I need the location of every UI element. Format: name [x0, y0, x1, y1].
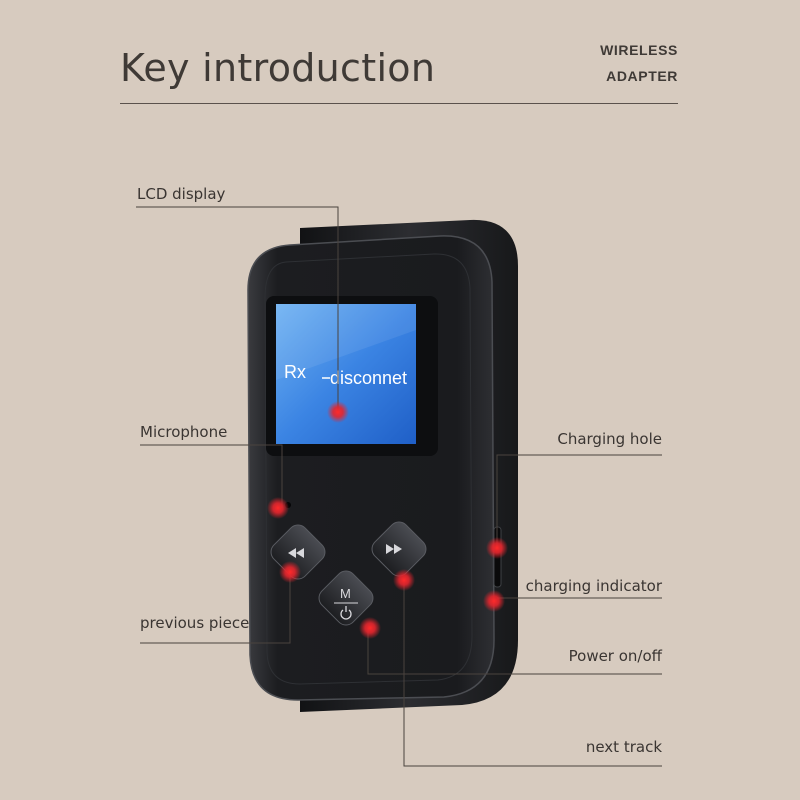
label-previous-piece: previous piece	[140, 614, 250, 632]
marker-lcd	[327, 401, 349, 423]
leader-previous	[140, 572, 291, 644]
label-microphone: Microphone	[140, 423, 228, 441]
leader-lcd	[136, 206, 339, 412]
leader-microphone	[140, 444, 283, 508]
fast-forward-icon	[386, 544, 402, 554]
page-title: Key introduction	[120, 46, 436, 90]
marker-previous	[279, 561, 301, 583]
label-charging-indicator: charging indicator	[525, 577, 662, 595]
marker-charging-indicator	[483, 590, 505, 612]
brand-label: WIRELESS ADAPTER	[600, 37, 678, 89]
lcd-screen	[276, 304, 416, 444]
leader-next	[403, 580, 662, 767]
next-button[interactable]	[368, 518, 430, 580]
marker-microphone	[267, 497, 289, 519]
marker-charging-hole	[486, 537, 508, 559]
label-power: Power on/off	[568, 647, 662, 665]
brand-line-2: ADAPTER	[606, 68, 678, 84]
screen-mode-text: Rx	[284, 362, 306, 382]
label-charging-hole: Charging hole	[557, 430, 662, 448]
power-icon	[340, 609, 352, 620]
mode-power-button[interactable]: M	[315, 567, 377, 629]
brand-line-1: WIRELESS	[600, 42, 678, 58]
marker-power	[359, 617, 381, 639]
leader-lines	[136, 206, 662, 767]
leader-charging-hole	[496, 454, 662, 548]
rewind-icon	[288, 548, 304, 558]
screen-status-text: disconnet	[330, 368, 407, 388]
mode-button-label: M	[340, 586, 351, 601]
label-lcd-display: LCD display	[137, 185, 226, 203]
label-next-track: next track	[585, 738, 662, 756]
red-markers	[267, 401, 508, 639]
header-divider	[120, 103, 678, 104]
leader-power	[367, 628, 662, 675]
marker-next	[393, 569, 415, 591]
